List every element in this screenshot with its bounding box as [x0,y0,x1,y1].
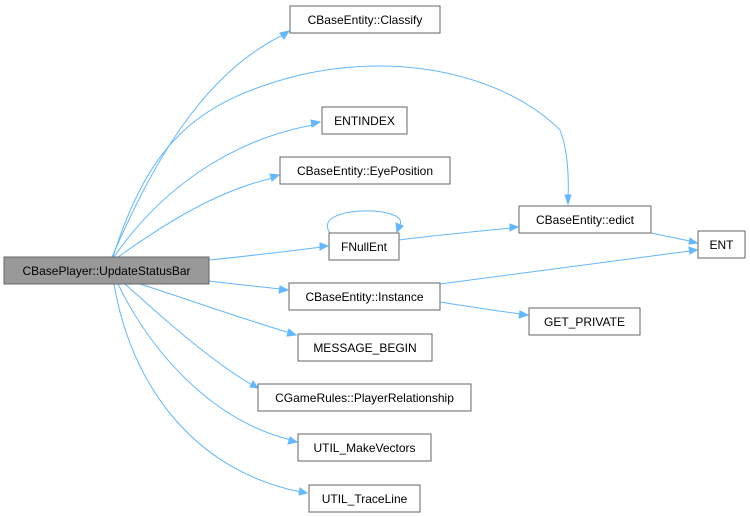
edge-root-entindex-arrow [310,119,322,128]
edge-instance-getprivate [439,301,522,315]
edge-root-fnullent [208,246,323,261]
edge-root-eyeposition [117,177,274,258]
node-classify-label: CBaseEntity::Classify [308,13,423,27]
node-fnullent[interactable]: FNullEnt [328,232,400,261]
node-messagebegin-label: MESSAGE_BEGIN [313,341,416,355]
node-messagebegin[interactable]: MESSAGE_BEGIN [297,333,433,362]
edge-fnullent-edict-arrow [509,223,520,232]
edge-root-entindex [113,124,314,258]
node-classify[interactable]: CBaseEntity::Classify [289,5,441,34]
edge-root-classify-arrow [279,30,291,40]
edge-edict-ent [650,232,691,242]
edge-root-traceline-arrow [298,487,309,496]
edge-root-messagebegin-arrow [286,328,298,337]
node-traceline-label: UTIL_TraceLine [322,492,408,506]
node-ent-label: ENT [710,238,735,252]
node-instance-label: CBaseEntity::Instance [305,290,423,304]
node-edict[interactable]: CBaseEntity::edict [518,205,652,234]
nodes: CBasePlayer::UpdateStatusBar CBaseEntity… [3,5,746,513]
edges [111,30,699,496]
edge-fnullent-self-arrow [395,222,404,234]
node-playerrelationship-label: CGameRules::PlayerRelationship [275,391,454,405]
node-traceline[interactable]: UTIL_TraceLine [308,484,421,513]
edge-root-makevectors-arrow [287,436,299,445]
node-entindex-label: ENTINDEX [334,114,395,128]
edge-root-edict-arrow [564,194,572,206]
edge-instance-getprivate-arrow [518,310,530,319]
edge-root-eyeposition-arrow [269,173,281,182]
edge-root-fnullent-arrow [319,242,330,251]
node-root[interactable]: CBasePlayer::UpdateStatusBar [3,256,210,285]
edge-fnullent-edict [398,227,513,241]
node-playerrelationship[interactable]: CGameRules::PlayerRelationship [257,383,472,412]
node-getprivate[interactable]: GET_PRIVATE [528,307,641,336]
edge-root-instance-arrow [278,285,290,294]
edge-root-playerrelationship-arrow [249,380,260,389]
edge-instance-ent [439,250,691,285]
node-eyeposition[interactable]: CBaseEntity::EyePosition [279,156,451,185]
node-fnullent-label: FNullEnt [341,240,388,254]
node-makevectors-label: UTIL_MakeVectors [313,441,415,455]
node-ent[interactable]: ENT [697,230,746,259]
node-eyeposition-label: CBaseEntity::EyePosition [297,164,433,178]
edge-instance-ent-arrow [688,246,699,255]
node-root-label: CBasePlayer::UpdateStatusBar [22,264,190,278]
edge-root-messagebegin [139,283,291,334]
edge-edict-ent-arrow [688,237,699,245]
node-makevectors[interactable]: UTIL_MakeVectors [297,433,432,462]
node-getprivate-label: GET_PRIVATE [544,315,625,329]
node-entindex[interactable]: ENTINDEX [321,106,408,135]
edge-root-playerrelationship [124,283,253,386]
node-edict-label: CBaseEntity::edict [536,213,635,227]
edge-root-edict [112,65,569,258]
edge-root-traceline [113,283,302,493]
edge-root-instance [208,280,282,290]
edge-root-makevectors [117,283,292,441]
node-instance[interactable]: CBaseEntity::Instance [288,282,441,311]
edge-root-classify [111,34,284,258]
edge-fnullent-self [326,210,401,234]
